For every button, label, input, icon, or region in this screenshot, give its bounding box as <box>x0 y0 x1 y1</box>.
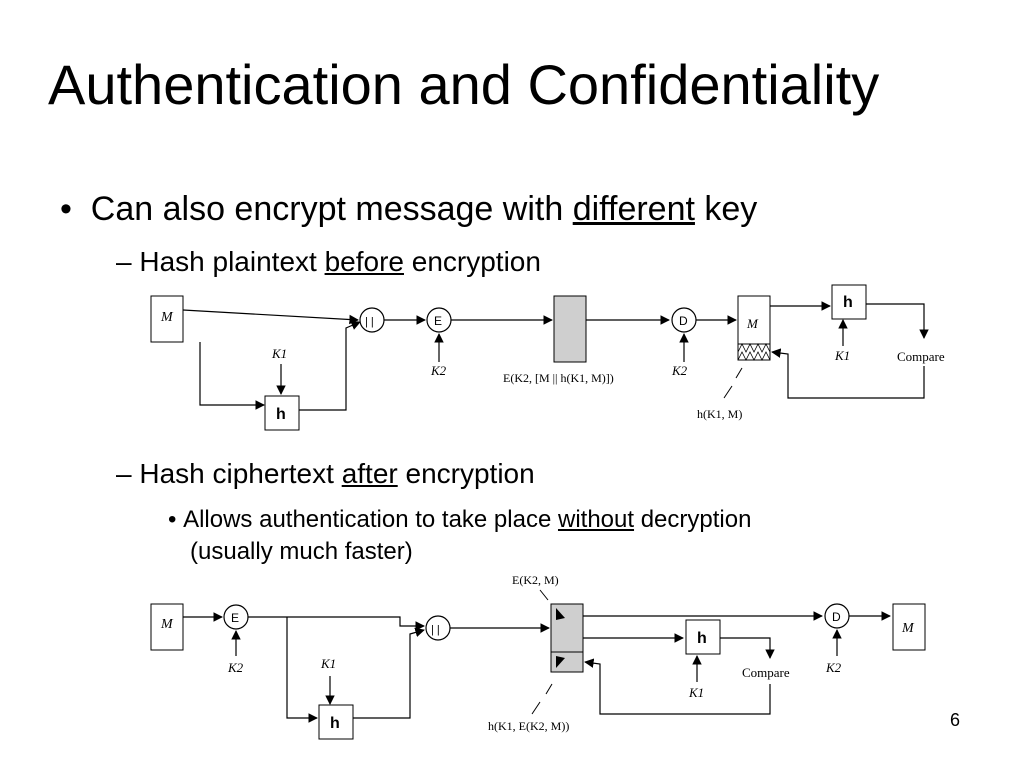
d1-hash-label: h(K1, M) <box>697 407 742 421</box>
d1-arrow-m-to-concat <box>182 309 359 325</box>
d2-arrow-e-to-concat <box>248 616 425 631</box>
d1-encrypt-label: E <box>434 314 442 328</box>
d2-k2-label-d: K2 <box>825 660 842 675</box>
d2-hash-label: h <box>330 715 340 732</box>
d2-arrow-e-to-hash <box>286 617 318 723</box>
d2-hash-pointer-mark <box>556 656 565 668</box>
point-authentication-without-decryption: • Allows authentication to take place wi… <box>168 506 752 533</box>
d1-k2-label-d: K2 <box>671 363 688 378</box>
bullet-text-underlined: different <box>572 190 695 228</box>
d1-hash-box <box>264 395 300 431</box>
d1-message-box <box>150 295 184 343</box>
d2-hash-box <box>318 704 354 740</box>
page-number: 6 <box>950 710 961 730</box>
d2-k2-label-e: K2 <box>227 660 244 675</box>
d1-arrow-m-to-hash <box>199 342 265 410</box>
d1-hash-label-pointer-2 <box>723 385 733 399</box>
d2-cipher-pointer-mark <box>556 608 565 620</box>
d1-message-label: M <box>160 310 174 325</box>
d1-compare-label: Compare <box>897 349 945 364</box>
d2-output-message-box <box>892 603 926 651</box>
d2-compare-label: Compare <box>742 665 790 680</box>
d2-hash-block <box>550 651 584 673</box>
bullet-text-pre: Can also encrypt message with <box>90 190 573 228</box>
bullet-marker: • <box>60 190 91 228</box>
d2-arrow-hash-to-concat <box>353 627 425 719</box>
d1-received-message-label: M <box>746 316 759 331</box>
d2-message-label: M <box>160 617 174 632</box>
d2-arrow-rhash-to-compare <box>720 637 775 659</box>
d2-output-message-label: M <box>901 621 915 636</box>
d1-hash-hatching <box>737 343 771 361</box>
bullet-text-post: key <box>694 190 758 228</box>
d2-ciphertext-label: E(K2, M) <box>512 573 559 587</box>
d1-k1-label-receiver: K1 <box>834 348 850 363</box>
d2-cipher-label-pointer <box>539 589 549 601</box>
subbullet-hash-ciphertext: – Hash ciphertext after encryption <box>116 458 535 489</box>
d2-hash-label-pointer-1 <box>545 683 553 695</box>
d1-concat-label: | | <box>365 316 374 328</box>
d1-hash-label-pointer-1 <box>735 367 743 379</box>
d1-ciphertext-label: E(K2, [M || h(K1, M)]) <box>503 371 614 385</box>
d1-arrow-hash-to-concat <box>299 320 361 411</box>
point-line2: (usually much faster) <box>190 538 413 565</box>
d1-ciphertext-block <box>553 295 587 363</box>
d2-hash-label-pointer-2 <box>531 701 541 715</box>
d1-k1-label: K1 <box>271 346 287 361</box>
dash-marker: – <box>116 458 140 489</box>
d1-arrow-compare-loop <box>771 348 925 399</box>
small-bullet-marker: • <box>168 506 184 533</box>
d1-decrypt-label: D <box>679 314 688 328</box>
d2-receiver-hash-box <box>685 619 721 655</box>
d1-hash-label: h <box>276 406 286 423</box>
slide-title: Authentication and Confidentiality <box>48 53 880 116</box>
d2-concat-label: | | <box>431 624 440 636</box>
dash-marker: – <box>116 246 140 277</box>
d2-message-box <box>150 603 184 651</box>
d2-receiver-hash-label: h <box>697 630 707 647</box>
bullet-different-key: • Can also encrypt message with differen… <box>60 190 757 229</box>
d2-k1-label: K1 <box>320 656 336 671</box>
d1-arrow-rhash-to-compare <box>866 303 929 339</box>
subbullet-hash-plaintext: – Hash plaintext before encryption <box>116 246 541 277</box>
d1-receiver-hash-label: h <box>843 294 853 311</box>
d1-receiver-hash-box <box>831 284 867 320</box>
d2-hash-label-text: h(K1, E(K2, M)) <box>488 719 569 733</box>
d2-arrow-compare-loop <box>584 658 771 715</box>
d1-k2-label-e: K2 <box>430 363 447 378</box>
d2-k1-label-receiver: K1 <box>688 685 704 700</box>
d2-ciphertext-block <box>550 603 584 653</box>
d2-encrypt-label: E <box>231 611 239 625</box>
d2-decrypt-label: D <box>832 610 841 624</box>
